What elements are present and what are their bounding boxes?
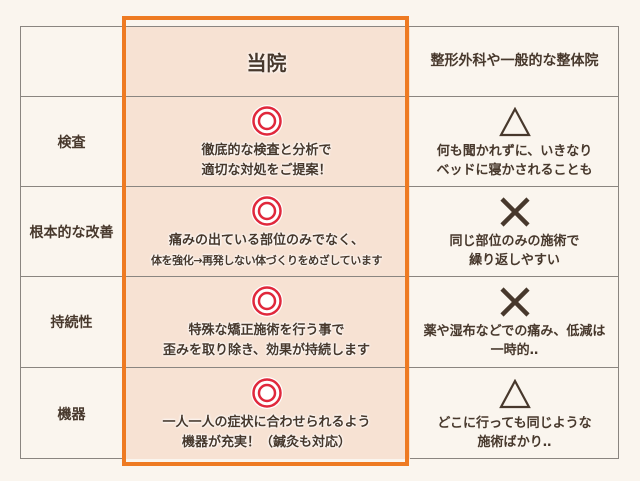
double-circle-icon [250, 193, 284, 229]
triangle-icon [498, 104, 531, 140]
comparison-table: 当院 整形外科や一般的な整体院 検査 徹底的な検査と分析で適切な対処をご提案！ … [20, 26, 619, 459]
cell-text-line: 同じ部位のみの施術で [449, 233, 580, 249]
cell-text-line: 何も聞かれずに、いきなり [436, 143, 593, 159]
row-label: 機器 [57, 406, 86, 423]
header-others-label: 整形外科や一般的な整体院 [430, 53, 599, 69]
header-empty-cell [21, 27, 123, 96]
cell-text-line: 痛みの出ている部位のみでなく、 [168, 232, 364, 248]
cell-text-line: 特殊な矯正施術を行う事で [188, 323, 345, 338]
row-label-cell: 持続性 [21, 277, 123, 367]
cell-text-line: ベッドに寝かされることも [436, 162, 593, 178]
table-row: 機器 一人一人の症状に合わせられるよう機器が充実！（鍼灸も対応） どこに行っても… [21, 368, 618, 459]
table-row: 持続性 特殊な矯正施術を行う事で歪みを取り除き、効果が持続します 薬や湿布などで… [21, 277, 618, 368]
row-label-cell: 検査 [21, 97, 123, 186]
cell-text-line: 適切な対処をご提案！ [201, 162, 332, 178]
cross-icon [499, 194, 531, 230]
cell-text-line: 歪みを取り除き、効果が持続します [162, 343, 371, 358]
row-label-cell: 機器 [21, 368, 123, 459]
others-cell: 同じ部位のみの施術で繰り返しやすい [410, 187, 619, 276]
ours-cell: 一人一人の症状に合わせられるよう機器が充実！（鍼灸も対応） [123, 368, 410, 459]
others-cell: 薬や湿布などでの痛み、低減は一時的‥ [410, 277, 619, 367]
cell-text-line: 機器が充実！（鍼灸も対応） [181, 434, 351, 450]
cell-text-line: 徹底的な検査と分析で [201, 142, 332, 158]
cell-text-line: 一時的‥ [490, 343, 539, 358]
cross-icon [499, 284, 531, 320]
triangle-icon [498, 376, 531, 412]
cell-text-line: 体を強化→再発しない体づくりをめざしています [150, 253, 383, 267]
others-cell: 何も聞かれずに、いきなりベッドに寝かされることも [410, 97, 619, 186]
cell-text-line: 施術ばかり‥ [477, 434, 552, 450]
header-ours-label: 当院 [246, 51, 287, 75]
double-circle-icon [250, 375, 284, 411]
table-row: 根本的な改善 痛みの出ている部位のみでなく、体を強化→再発しない体づくりをめざし… [21, 187, 618, 277]
double-circle-icon [250, 103, 284, 139]
double-circle-icon [250, 283, 284, 319]
others-cell: どこに行っても同じような施術ばかり‥ [410, 368, 619, 459]
cell-text-line: どこに行っても同じような [437, 415, 592, 431]
header-row: 当院 整形外科や一般的な整体院 [21, 27, 618, 97]
row-label: 持続性 [50, 315, 93, 331]
ours-cell: 痛みの出ている部位のみでなく、体を強化→再発しない体づくりをめざしています [123, 187, 410, 276]
header-ours: 当院 [123, 27, 410, 96]
table-row: 検査 徹底的な検査と分析で適切な対処をご提案！ 何も聞かれずに、いきなりベッドに… [21, 97, 618, 187]
row-label: 根本的な改善 [29, 224, 114, 241]
row-label: 検査 [57, 134, 86, 151]
ours-cell: 徹底的な検査と分析で適切な対処をご提案！ [123, 97, 410, 186]
ours-cell: 特殊な矯正施術を行う事で歪みを取り除き、効果が持続します [123, 277, 410, 367]
cell-text-line: 繰り返しやすい [469, 252, 560, 268]
header-others: 整形外科や一般的な整体院 [410, 27, 619, 96]
cell-text-line: 薬や湿布などでの痛み、低減は [423, 324, 606, 339]
cell-text-line: 一人一人の症状に合わせられるよう [162, 414, 371, 430]
row-label-cell: 根本的な改善 [21, 187, 123, 276]
